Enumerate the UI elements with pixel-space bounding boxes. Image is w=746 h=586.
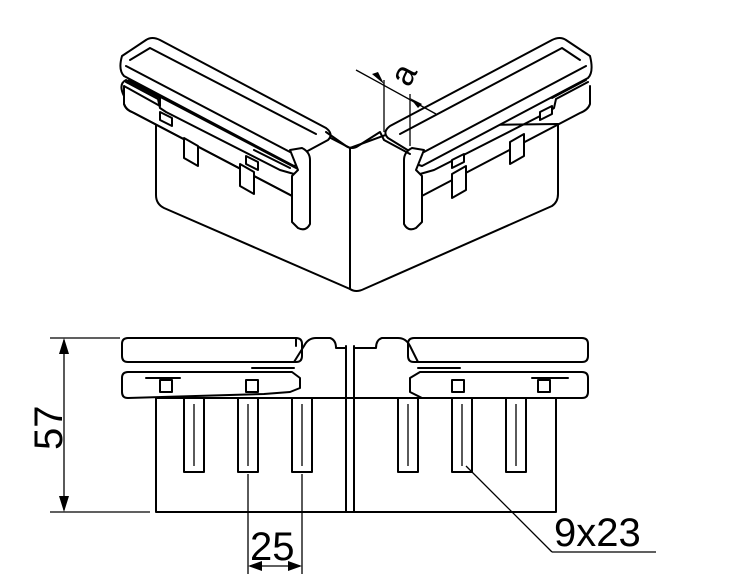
front-left-top-rail (121, 337, 303, 363)
iso-right-slot (451, 165, 467, 199)
iso-right-top-rail (384, 37, 593, 167)
front-center-hook (293, 337, 419, 363)
front-view: 57 25 9x23 (27, 337, 656, 574)
front-right-top-rail (407, 337, 589, 363)
height-label: 57 (27, 406, 71, 451)
pitch-label: 25 (250, 525, 295, 569)
iso-right-slot (509, 133, 525, 165)
thickness-label: a (382, 57, 424, 92)
front-tab (451, 379, 465, 393)
iso-left-tab (159, 111, 173, 127)
iso-left-slot (239, 163, 255, 195)
front-left-lower-rail (121, 371, 301, 399)
iso-left-slot (183, 137, 199, 167)
iso-center-corner (325, 131, 411, 155)
slot-size-label: 9x23 (554, 511, 641, 555)
iso-right-tab (539, 105, 553, 121)
iso-right-clip (403, 147, 425, 231)
front-body (155, 397, 557, 513)
front-tab (245, 379, 259, 393)
height-dimension: 57 (27, 337, 150, 513)
iso-left-tab (245, 155, 259, 171)
front-slots (183, 397, 527, 473)
front-tab (537, 379, 551, 393)
front-tab (159, 379, 173, 393)
iso-left-clip (289, 147, 311, 231)
iso-right-body-panel (349, 123, 559, 292)
slot-size-leader: 9x23 (465, 465, 656, 555)
pitch-dimension: 25 (247, 474, 303, 574)
iso-right-tab (451, 153, 465, 169)
front-right-lower-rail (409, 371, 589, 399)
isometric-corner-connector: a (119, 37, 593, 292)
